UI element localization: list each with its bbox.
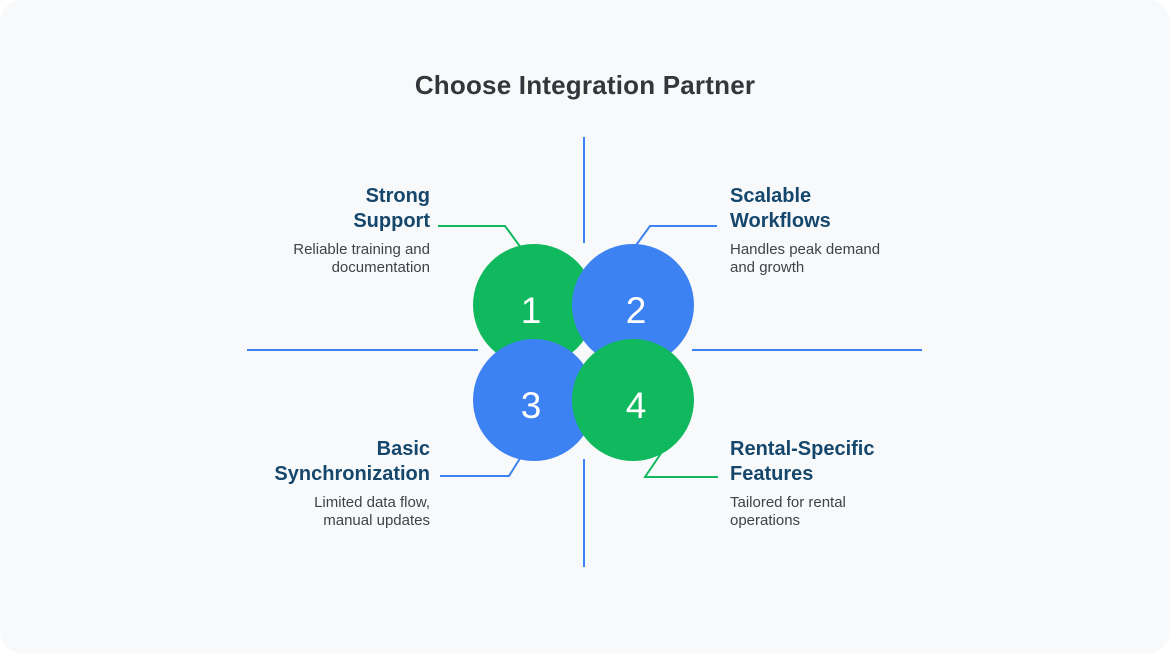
circle-4-number: 4	[626, 385, 647, 426]
label-strong-support: Strong Support Reliable training and doc…	[190, 184, 430, 277]
label-connectors	[438, 225, 718, 478]
label-heading: Rental-Specific Features	[730, 438, 875, 485]
label-description: Handles peak demand and growth	[730, 241, 881, 276]
connector-top-right	[630, 225, 717, 253]
label-basic-synchronization: Basic Synchronization Limited data flow,…	[190, 437, 430, 530]
label-heading: Scalable Workflows	[730, 185, 831, 232]
label-description: Limited data flow, manual updates	[314, 494, 430, 529]
label-rental-specific-features: Rental-Specific Features Tailored for re…	[730, 437, 970, 530]
circle-4	[572, 339, 694, 461]
circle-1-number: 1	[521, 290, 542, 331]
label-description: Reliable training and documentation	[293, 241, 430, 276]
circle-2	[572, 244, 694, 366]
label-scalable-workflows: Scalable Workflows Handles peak demand a…	[730, 184, 970, 277]
circle-3-number: 3	[521, 385, 542, 426]
label-heading: Strong Support	[353, 185, 430, 232]
connector-bottom-right	[643, 448, 718, 478]
circle-2-number: 2	[626, 290, 647, 331]
label-description: Tailored for rental operations	[730, 494, 846, 529]
connector-top-left	[438, 225, 525, 253]
crosshair-guides	[247, 137, 922, 567]
circle-3	[473, 339, 595, 461]
page-title: Choose Integration Partner	[414, 70, 756, 100]
circle-1	[473, 244, 595, 366]
label-heading: Basic Synchronization	[274, 438, 430, 485]
connector-bottom-left	[440, 451, 525, 477]
